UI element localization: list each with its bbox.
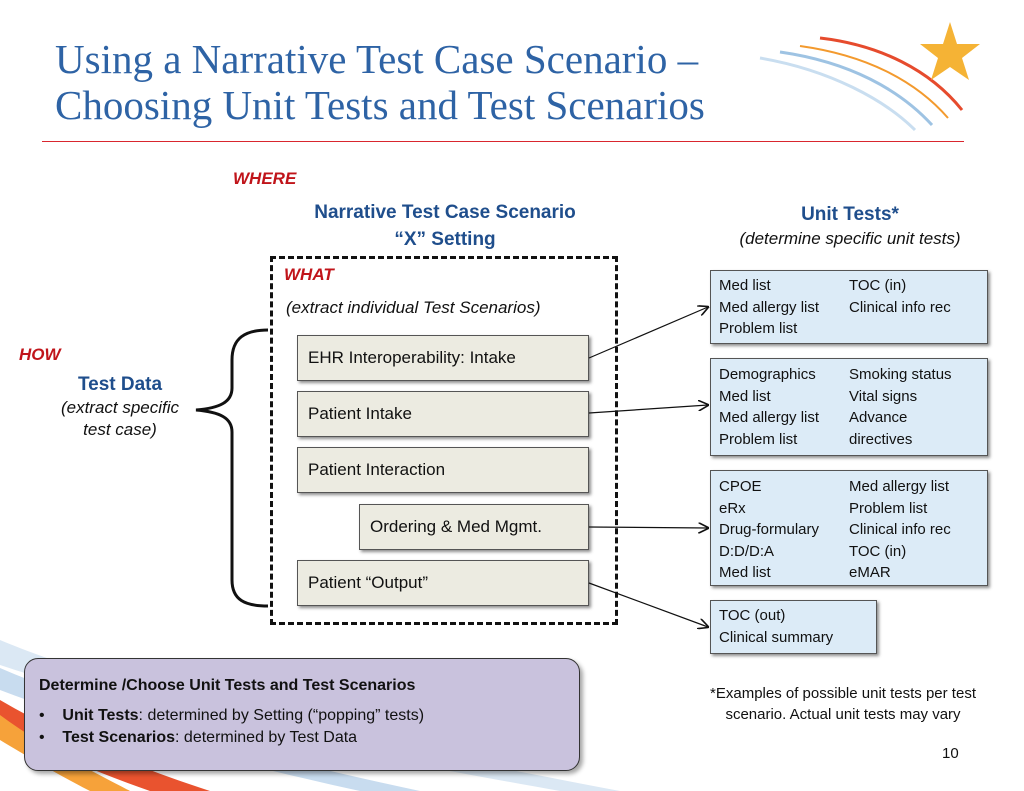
test-data-block: Test Data (extract specific test case) xyxy=(30,373,210,441)
extract-scenarios-note: (extract individual Test Scenarios) xyxy=(286,298,541,317)
summary-bullet-text: : determined by Setting (“popping” tests… xyxy=(138,707,425,724)
unit-test-item: Med list xyxy=(719,277,771,294)
unit-tests-heading: Unit Tests* (determine specific unit tes… xyxy=(690,202,1010,250)
unit-tests-heading-subtitle: (determine specific unit tests) xyxy=(739,229,961,248)
unit-test-item: eRx xyxy=(719,499,746,517)
scenario-dashed-frame xyxy=(270,256,618,625)
curly-brace xyxy=(195,328,269,608)
unit-test-item: TOC (in) xyxy=(849,277,907,294)
unit-test-item: Med list xyxy=(719,387,771,405)
top-swoosh-decoration xyxy=(759,36,964,132)
unit-test-item: Clinical info rec xyxy=(849,298,951,316)
unit-test-item: Smoking status xyxy=(849,366,952,383)
unit-test-item: Problem list xyxy=(849,499,928,517)
unit-test-item: Med allergy list xyxy=(719,409,820,426)
summary-bullet: • Unit Tests: determined by Setting (“po… xyxy=(39,707,579,725)
unit-test-list: CPOE Med allergy list eRx Problem list Dru… xyxy=(719,476,951,584)
unit-test-item: Advance xyxy=(849,409,908,426)
unit-test-item: Clinical info rec xyxy=(849,521,951,538)
bullet-marker: • xyxy=(39,729,63,746)
where-label: WHERE xyxy=(233,169,297,188)
arrow-connector xyxy=(588,307,708,359)
unit-test-item: Vital signs xyxy=(849,387,918,405)
scenario-box: Patient Intake xyxy=(297,391,589,437)
unit-test-box: Med list TOC (in) Med allergy list Clinica… xyxy=(710,270,988,344)
unit-test-box: Demographics Smoking status Med list Vital… xyxy=(710,358,988,456)
unit-test-item: CPOE xyxy=(719,478,762,495)
scenario-label: Ordering & Med Mgmt. xyxy=(370,517,542,536)
scenario-label: EHR Interoperability: Intake xyxy=(308,348,516,367)
unit-test-item: Med list xyxy=(719,564,771,581)
summary-bullet-term: Unit Tests xyxy=(62,707,139,724)
unit-test-item: Drug-formulary xyxy=(719,521,820,538)
unit-tests-heading-title: Unit Tests* xyxy=(801,204,899,225)
unit-test-item: Problem list xyxy=(719,320,798,337)
unit-test-item: Med allergy list xyxy=(719,298,820,316)
summary-panel: Determine /Choose Unit Tests and Test Sc… xyxy=(24,658,580,771)
scenario-box: EHR Interoperability: Intake xyxy=(297,335,589,381)
footnote-line1: *Examples of possible unit tests per tes… xyxy=(710,685,976,702)
slide-title-line1: Using a Narrative Test Case Scenario – xyxy=(55,36,699,82)
what-label: WHAT xyxy=(284,265,334,284)
narrative-heading-line1: Narrative Test Case Scenario xyxy=(314,202,576,223)
unit-test-item: TOC (in) xyxy=(849,542,907,560)
how-label: HOW xyxy=(19,345,61,364)
unit-test-item: Demographics xyxy=(719,366,816,383)
unit-test-box: TOC (out) Clinical summary xyxy=(710,600,877,654)
unit-test-item: TOC (out) xyxy=(719,607,786,624)
footnote-line2: scenario. Actual unit tests may vary xyxy=(725,706,961,723)
test-data-title: Test Data xyxy=(77,374,163,395)
arrow-connector xyxy=(588,527,708,528)
test-data-note-line1: (extract specific xyxy=(60,398,180,417)
footnote: *Examples of possible unit tests per tes… xyxy=(670,680,1016,730)
slide-title: Using a Narrative Test Case Scenario – C… xyxy=(55,36,955,128)
narrative-heading-line2: “X” Setting xyxy=(394,229,496,250)
narrative-heading: Narrative Test Case Scenario “X” Setting xyxy=(270,199,620,253)
scenario-label: Patient “Output” xyxy=(308,573,429,592)
summary-bullet-text: : determined by Test Data xyxy=(175,729,358,746)
arrow-connector xyxy=(588,405,708,414)
unit-test-item: eMAR xyxy=(849,564,891,581)
scenario-box: Patient “Output” xyxy=(297,560,589,606)
scenario-box: Ordering & Med Mgmt. xyxy=(359,504,589,550)
unit-test-box: CPOE Med allergy list eRx Problem list Dru… xyxy=(710,470,988,586)
unit-test-item: directives xyxy=(849,430,913,448)
scenario-label: Patient Intake xyxy=(308,404,412,423)
scenario-label: Patient Interaction xyxy=(308,460,446,479)
unit-test-item: Clinical summary xyxy=(719,628,834,646)
test-data-note-line2: test case) xyxy=(83,420,157,439)
unit-test-list: Med list TOC (in) Med allergy list Clinica… xyxy=(719,275,951,340)
star-icon xyxy=(920,22,980,80)
summary-bullet: • Test Scenarios: determined by Test Dat… xyxy=(39,729,579,747)
unit-test-item: Problem list xyxy=(719,430,798,448)
summary-heading: Determine /Choose Unit Tests and Test Sc… xyxy=(39,677,416,694)
scenario-box: Patient Interaction xyxy=(297,447,589,493)
unit-test-item: Med allergy list xyxy=(849,478,950,495)
title-divider xyxy=(42,141,964,142)
unit-test-item xyxy=(849,318,951,340)
bullet-marker: • xyxy=(39,707,63,724)
slide-title-line2: Choosing Unit Tests and Test Scenarios xyxy=(55,82,705,128)
arrow-connector xyxy=(588,582,708,627)
page-number: 10 xyxy=(942,745,959,762)
summary-bullet-term: Test Scenarios xyxy=(62,729,176,746)
unit-test-list: Demographics Smoking status Med list Vital… xyxy=(719,364,952,450)
unit-test-item: D:D/D:A xyxy=(719,542,775,560)
